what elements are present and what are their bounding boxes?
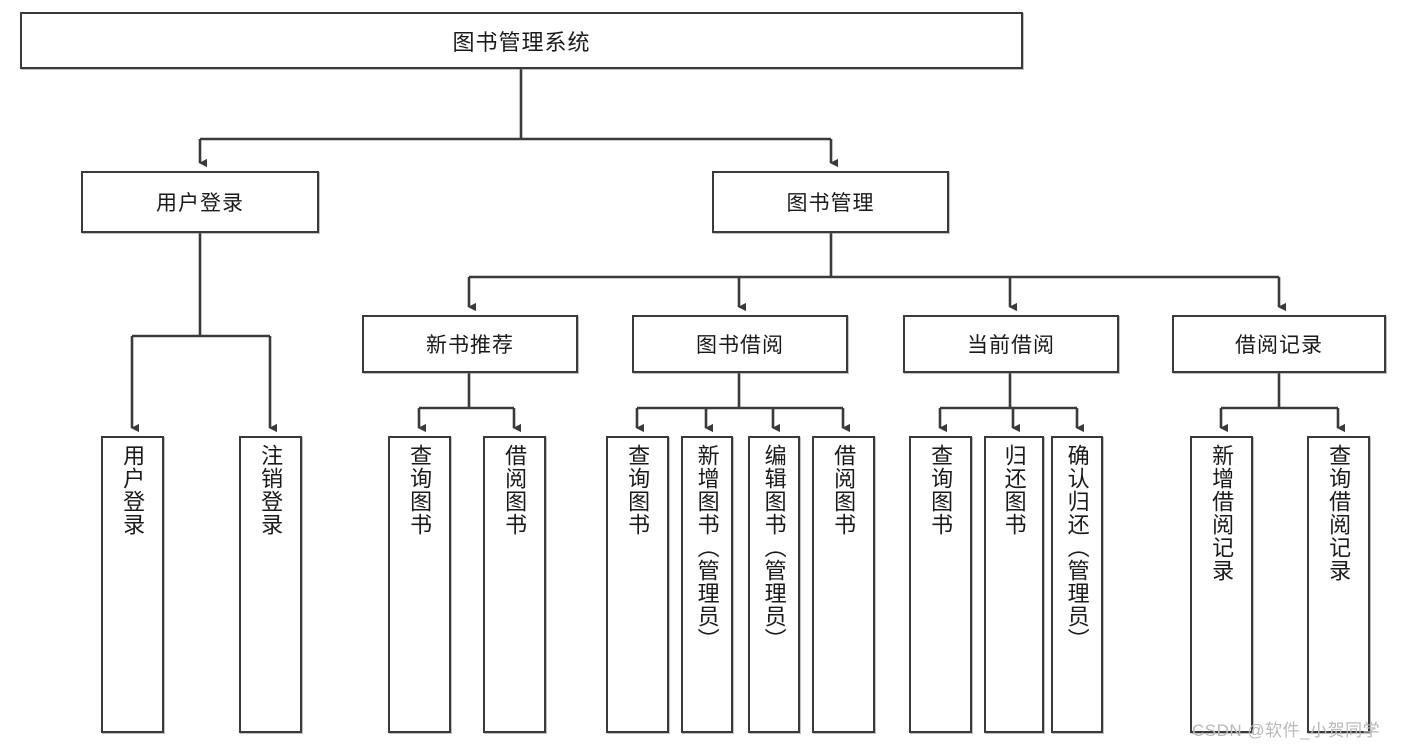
leaf-node-record-add[interactable]: 新增借阅记录 (1190, 436, 1253, 733)
leaf-node-borrow-borrow-book[interactable]: 借阅图书 (812, 436, 875, 733)
leaf-node-recommend-borrow-book-label: 借阅图书 (502, 444, 528, 536)
node-root-label: 图书管理系统 (452, 29, 591, 55)
leaf-node-record-query[interactable]: 查询借阅记录 (1307, 436, 1370, 733)
node-new-book-recommend[interactable]: 新书推荐 (362, 315, 578, 373)
node-borrow-record-label: 借阅记录 (1235, 334, 1323, 357)
node-current-borrow-label: 当前借阅 (967, 334, 1055, 357)
leaf-node-record-add-label: 新增借阅记录 (1209, 444, 1235, 582)
leaf-node-user-logout-label: 注销登录 (258, 444, 284, 536)
leaf-node-borrow-query-book[interactable]: 查询图书 (606, 436, 669, 733)
node-book-manage-label: 图书管理 (786, 192, 875, 215)
leaf-node-borrow-add-book-admin[interactable]: 新增图书（管理员） (681, 436, 733, 733)
leaf-node-recommend-borrow-book[interactable]: 借阅图书 (483, 436, 546, 733)
node-user-login[interactable]: 用户登录 (81, 171, 319, 233)
leaf-node-record-query-label: 查询借阅记录 (1326, 444, 1352, 582)
leaf-node-recommend-query-book-label: 查询图书 (407, 444, 433, 536)
node-current-borrow[interactable]: 当前借阅 (903, 315, 1119, 373)
leaf-node-borrow-edit-book-admin[interactable]: 编辑图书（管理员） (748, 436, 800, 733)
leaf-node-current-return-book-label: 归还图书 (1001, 444, 1027, 536)
leaf-node-borrow-edit-book-admin-label: 编辑图书（管理员） (761, 444, 787, 651)
leaf-node-borrow-borrow-book-label: 借阅图书 (831, 444, 857, 536)
node-book-manage[interactable]: 图书管理 (712, 171, 949, 233)
leaf-node-borrow-add-book-admin-label: 新增图书（管理员） (694, 444, 720, 651)
csdn-watermark: CSDN @软件_小贺同学 (1192, 721, 1381, 740)
leaf-node-current-query-book-label: 查询图书 (928, 444, 954, 536)
leaf-node-borrow-query-book-label: 查询图书 (625, 444, 651, 536)
leaf-node-current-confirm-return-admin-label: 确认归还（管理员） (1064, 444, 1090, 651)
node-new-book-recommend-label: 新书推荐 (426, 334, 514, 357)
node-borrow-record[interactable]: 借阅记录 (1172, 315, 1386, 373)
leaf-node-user-login[interactable]: 用户登录 (101, 436, 164, 733)
node-user-login-label: 用户登录 (156, 192, 244, 215)
node-book-borrow-label: 图书借阅 (696, 334, 784, 357)
leaf-node-recommend-query-book[interactable]: 查询图书 (388, 436, 451, 733)
leaf-node-user-login-label: 用户登录 (120, 444, 146, 536)
leaf-node-user-logout[interactable]: 注销登录 (239, 436, 302, 733)
node-book-borrow[interactable]: 图书借阅 (632, 315, 848, 373)
node-root[interactable]: 图书管理系统 (20, 12, 1023, 69)
leaf-node-current-query-book[interactable]: 查询图书 (909, 436, 972, 733)
leaf-node-current-return-book[interactable]: 归还图书 (984, 436, 1044, 733)
leaf-node-current-confirm-return-admin[interactable]: 确认归还（管理员） (1051, 436, 1103, 733)
